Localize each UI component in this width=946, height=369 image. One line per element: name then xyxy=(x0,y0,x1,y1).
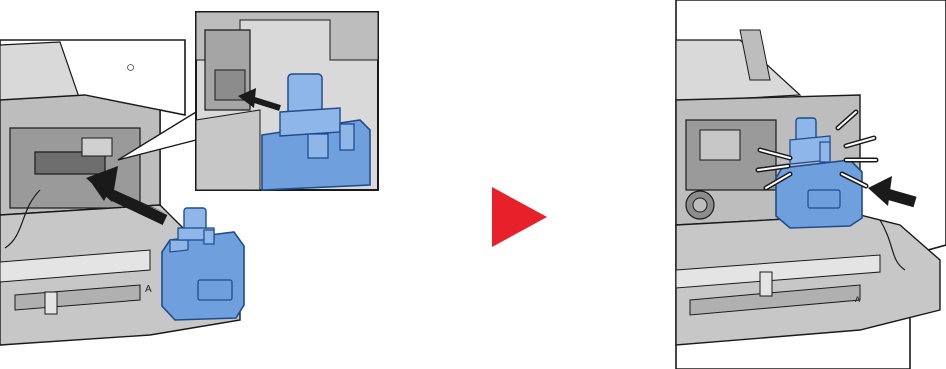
zoom-inset xyxy=(196,12,378,190)
svg-text:A: A xyxy=(145,284,152,295)
right-panel: ʌ xyxy=(676,0,946,369)
left-panel: ○ A xyxy=(0,12,378,345)
latch-marker-glyph: ʌ xyxy=(855,294,860,305)
step-arrow-icon xyxy=(492,187,547,247)
door-marker-glyph: ○ xyxy=(126,59,135,76)
